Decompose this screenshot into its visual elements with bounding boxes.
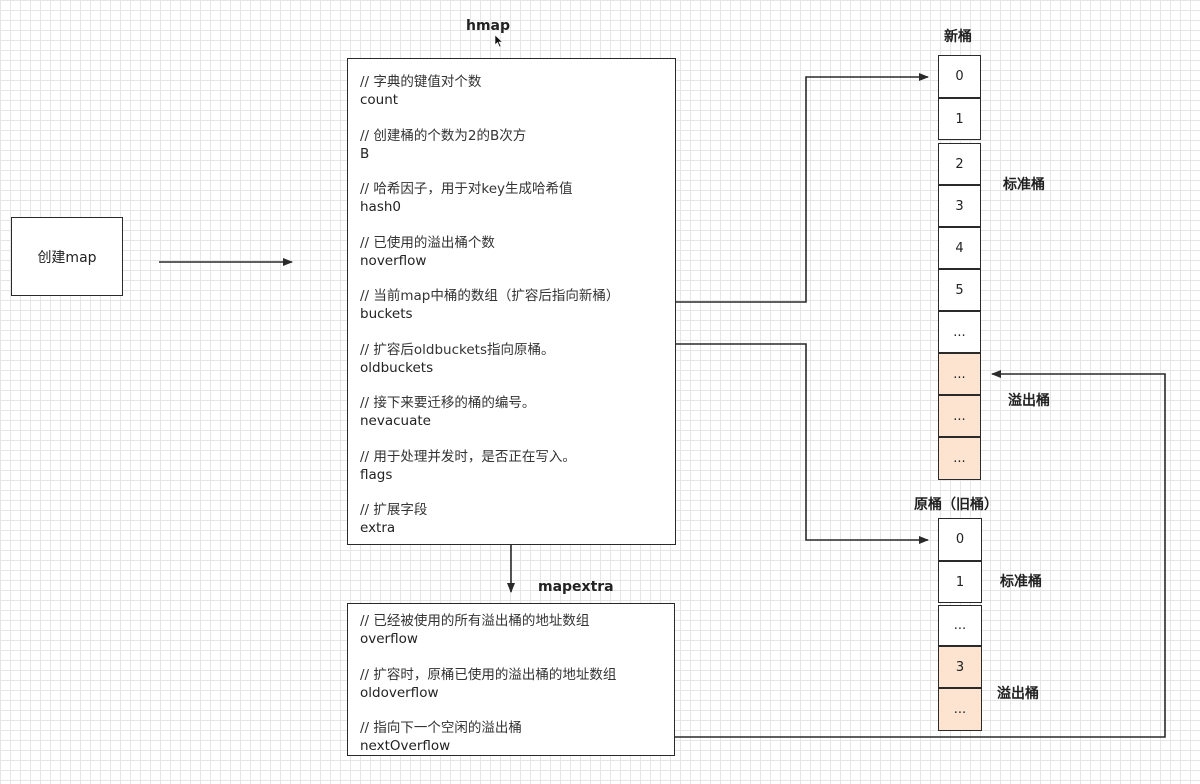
mouse-cursor-icon bbox=[494, 34, 504, 48]
arrow-oldbuckets-to-old bbox=[676, 343, 929, 544]
arrow-nextoverflow-to-new-overflow bbox=[675, 370, 1166, 738]
new-bucket-cell: 2 bbox=[938, 143, 981, 185]
old-bucket-cell: 1 bbox=[938, 561, 982, 603]
field-comment: // 扩容后oldbuckets指向原桶。 bbox=[360, 341, 555, 358]
hmap-field: // 扩展字段 extra bbox=[360, 501, 619, 537]
new-overflow-bucket-cell: ... bbox=[938, 437, 981, 480]
hmap-field: // 当前map中桶的数组（扩容后指向新桶） buckets bbox=[360, 287, 619, 323]
field-comment: // 已经被使用的所有溢出桶的地址数组 bbox=[360, 613, 590, 629]
field-name: nextOverflow bbox=[360, 738, 451, 754]
hmap-field: // 接下来要迁移的桶的编号。 nevacuate bbox=[360, 394, 619, 430]
old-buckets-title: 原桶（旧桶） bbox=[914, 497, 998, 513]
create-map-box: 创建map bbox=[11, 217, 123, 296]
field-comment: // 字典的键值对个数 bbox=[360, 74, 482, 90]
mapextra-field: // 已经被使用的所有溢出桶的地址数组 overflow bbox=[360, 612, 616, 648]
new-bucket-cell: 0 bbox=[938, 55, 981, 98]
old-bucket-array: 0 1 ... 3 ... bbox=[938, 518, 982, 731]
new-bucket-cell: 4 bbox=[938, 227, 981, 269]
old-standard-bucket-label: 标准桶 bbox=[1000, 574, 1042, 590]
field-name: count bbox=[360, 92, 399, 108]
field-name: extra bbox=[360, 520, 396, 536]
old-overflow-bucket-label: 溢出桶 bbox=[997, 686, 1039, 702]
field-name: hash0 bbox=[360, 199, 402, 215]
arrow-buckets-to-new bbox=[676, 73, 929, 303]
old-bucket-cell: ... bbox=[938, 605, 982, 646]
new-bucket-cell: 5 bbox=[938, 269, 981, 311]
new-bucket-array: 0 1 2 3 4 5 ... ... ... ... bbox=[938, 55, 981, 480]
new-overflow-bucket-cell: ... bbox=[938, 353, 981, 395]
field-name: nevacuate bbox=[360, 413, 431, 429]
field-comment: // 当前map中桶的数组（扩容后指向新桶） bbox=[360, 288, 620, 304]
field-comment: // 扩容时，原桶已使用的溢出桶的地址数组 bbox=[360, 666, 617, 683]
mapextra-title: mapextra bbox=[538, 579, 614, 595]
new-overflow-bucket-label: 溢出桶 bbox=[1008, 393, 1050, 409]
field-name: flags bbox=[360, 466, 393, 483]
field-comment: // 接下来要迁移的桶的编号。 bbox=[360, 395, 536, 411]
mapextra-struct-box: // 已经被使用的所有溢出桶的地址数组 overflow // 扩容时，原桶已使用… bbox=[347, 603, 675, 756]
old-bucket-cell: 0 bbox=[938, 518, 982, 561]
create-map-label: 创建map bbox=[37, 249, 97, 266]
field-comment: // 指向下一个空闲的溢出桶 bbox=[360, 720, 522, 736]
hmap-field: // 用于处理并发时，是否正在写入。flags bbox=[360, 448, 619, 484]
mapextra-field: // 指向下一个空闲的溢出桶 nextOverflow bbox=[360, 719, 616, 755]
new-buckets-title: 新桶 bbox=[944, 29, 972, 45]
field-comment: // 创建桶的个数为2的B次方 bbox=[360, 127, 527, 144]
hmap-field: // 扩容后oldbuckets指向原桶。oldbuckets bbox=[360, 341, 619, 377]
hmap-field: // 哈希因子，用于对key生成哈希值 hash0 bbox=[360, 180, 619, 216]
field-comment: // 已使用的溢出桶个数 bbox=[360, 234, 495, 251]
new-bucket-cell: 1 bbox=[938, 98, 981, 140]
old-overflow-bucket-cell: ... bbox=[938, 688, 982, 731]
field-name: oldoverflow bbox=[360, 684, 439, 701]
field-comment: // 哈希因子，用于对key生成哈希值 bbox=[360, 181, 573, 197]
field-comment: // 用于处理并发时，是否正在写入。 bbox=[360, 448, 576, 465]
mapextra-field-list: // 已经被使用的所有溢出桶的地址数组 overflow // 扩容时，原桶已使用… bbox=[360, 612, 616, 773]
new-overflow-bucket-cell: ... bbox=[938, 395, 981, 437]
hmap-title: hmap bbox=[466, 18, 511, 34]
field-name: overflow bbox=[360, 631, 418, 647]
hmap-field: // 字典的键值对个数 count bbox=[360, 73, 619, 109]
new-bucket-cell: 3 bbox=[938, 185, 981, 227]
new-standard-bucket-label: 标准桶 bbox=[1003, 177, 1045, 193]
field-comment: // 扩展字段 bbox=[360, 502, 428, 518]
field-name: buckets bbox=[360, 306, 413, 322]
field-name: oldbuckets bbox=[360, 359, 434, 376]
old-overflow-bucket-cell: 3 bbox=[938, 646, 982, 688]
field-name: noverflow bbox=[360, 252, 427, 269]
new-bucket-cell: ... bbox=[938, 311, 981, 353]
field-name: B bbox=[360, 145, 370, 162]
